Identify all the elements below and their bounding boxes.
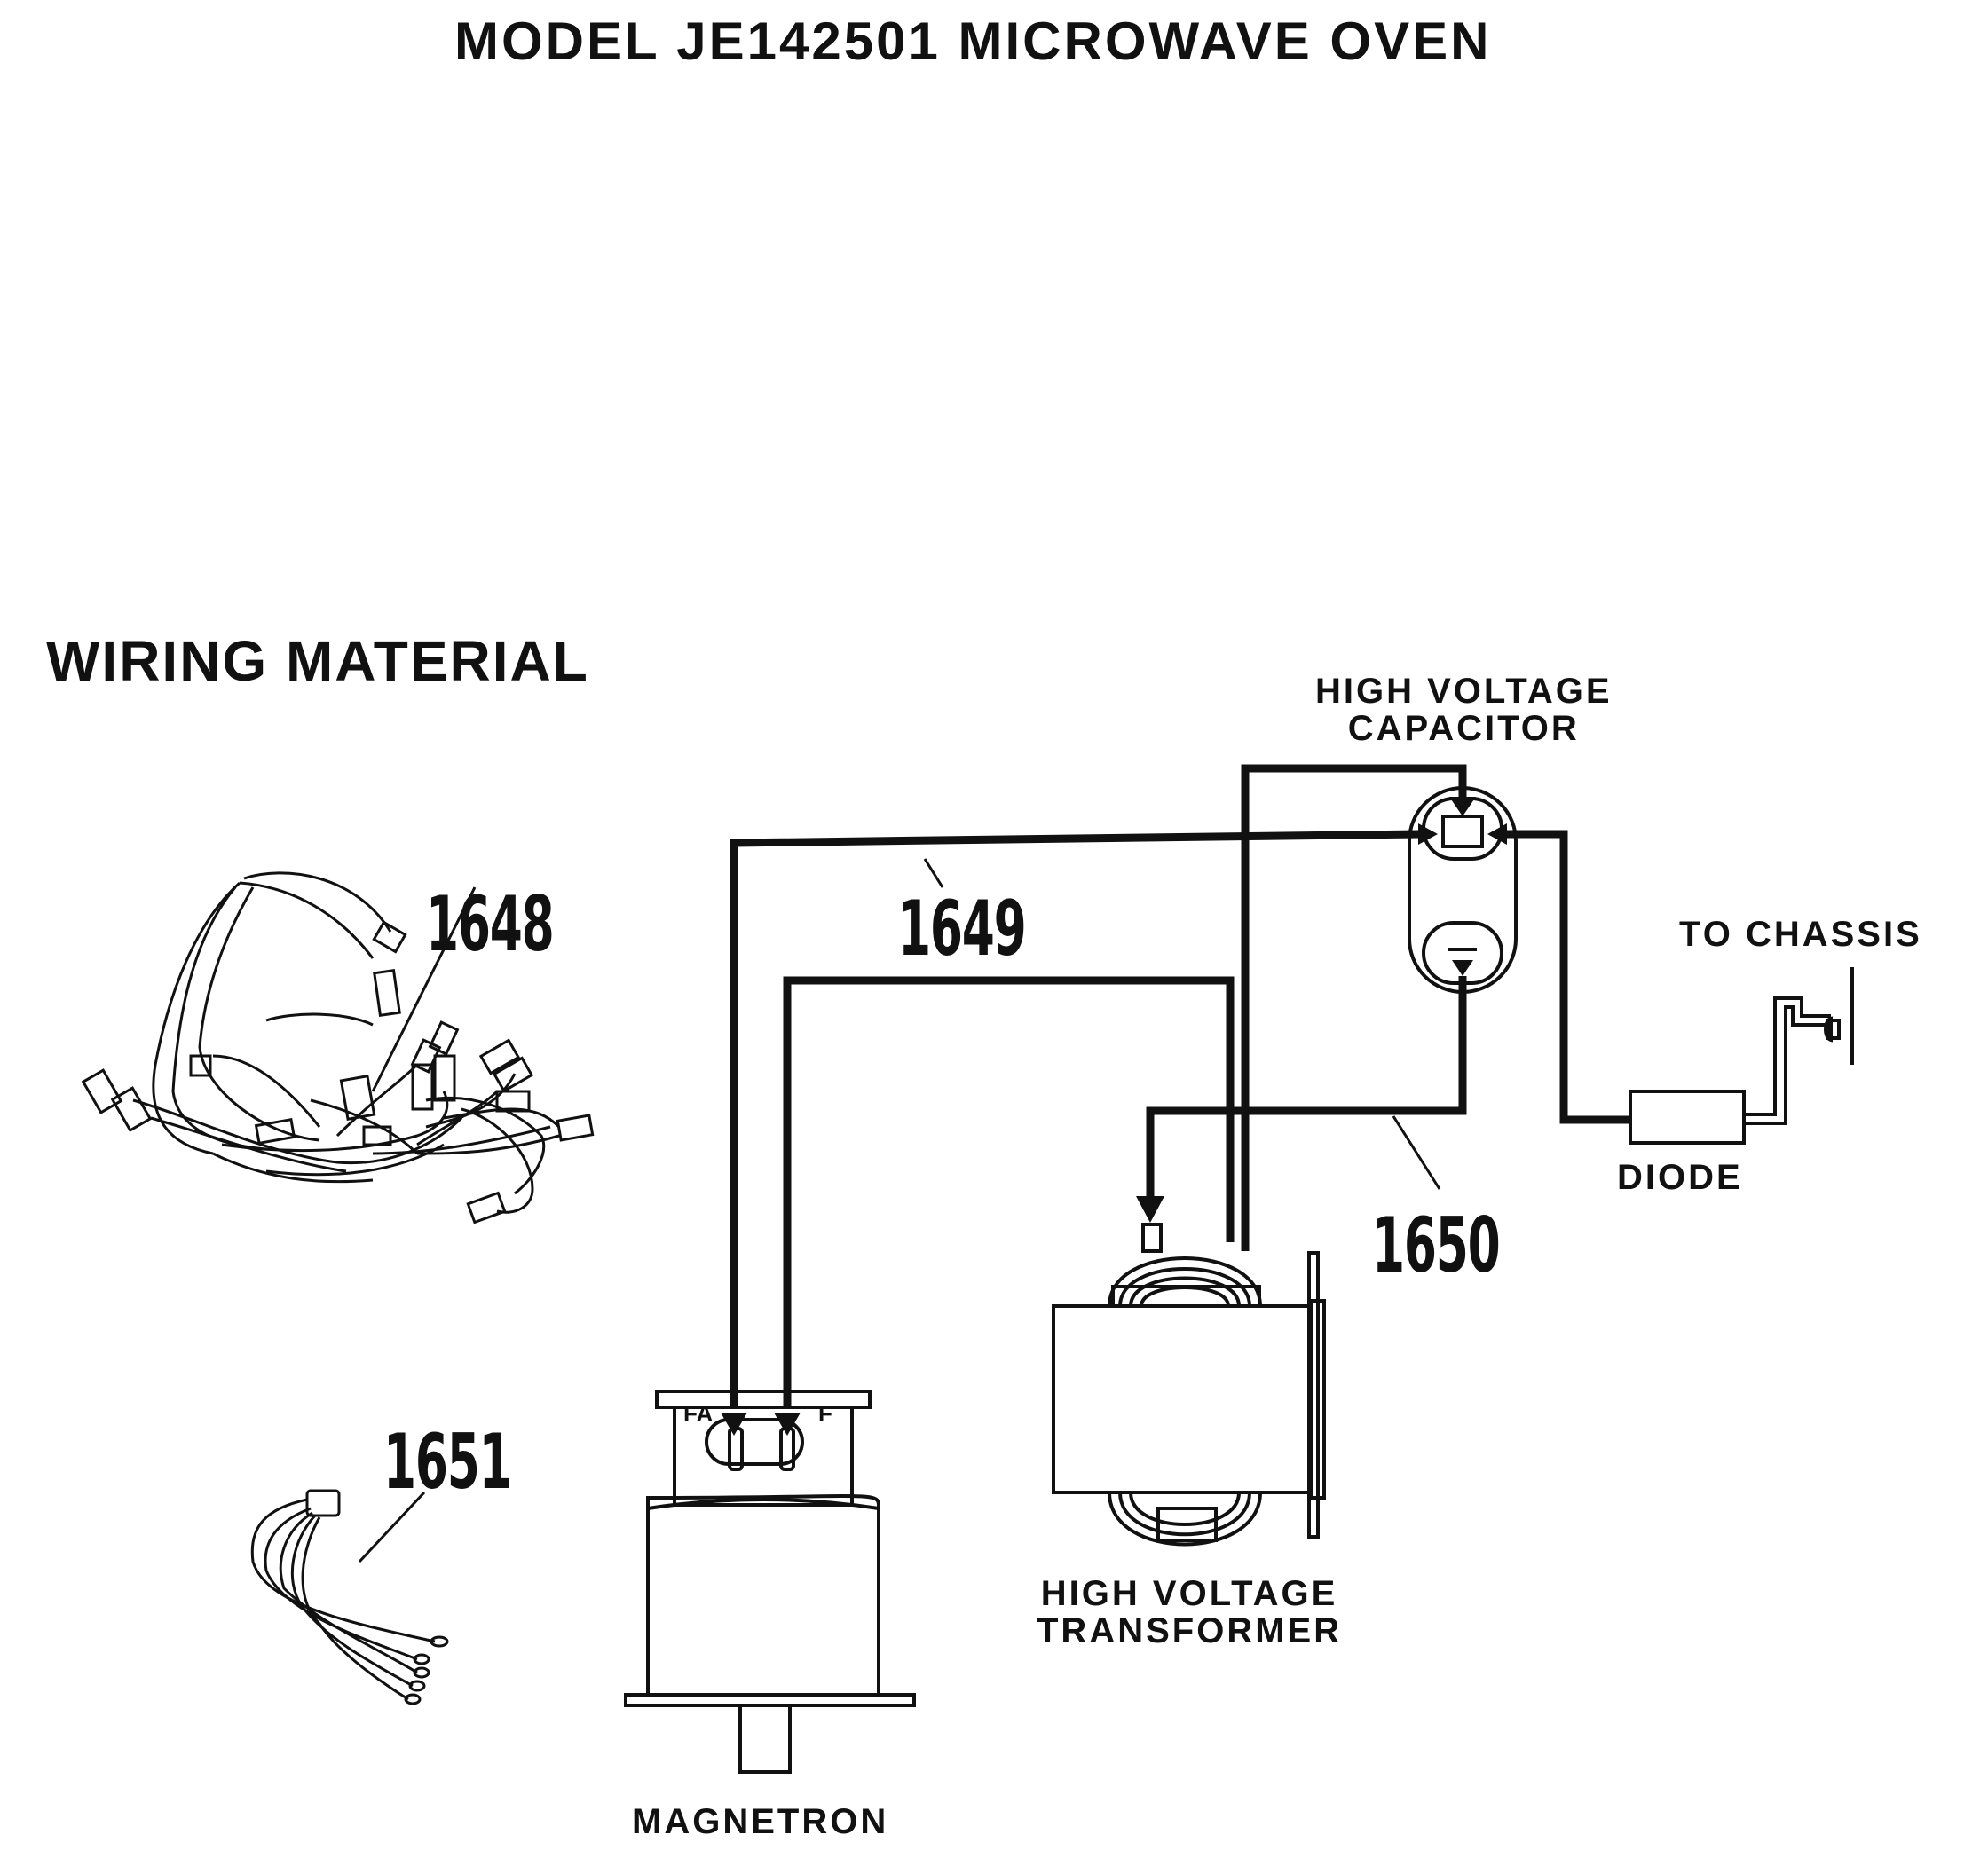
capacitor-label-line1: HIGH VOLTAGE: [1315, 672, 1613, 711]
wire-capacitor-loop: [1241, 764, 1467, 1251]
part-number-1648: 1648: [426, 880, 555, 969]
part-number-1649: 1649: [898, 885, 1027, 973]
transformer-label: HIGH VOLTAGE TRANSFORMER: [1037, 1575, 1342, 1650]
magnetron-label: MAGNETRON: [632, 1802, 889, 1841]
wire-harness-1648: [81, 871, 595, 1224]
part-number-1651: 1651: [383, 1418, 512, 1507]
wire-arrowheads: [721, 797, 1507, 1436]
magnetron: [624, 1390, 916, 1774]
wire-1649: [730, 830, 1419, 1406]
page-title: MODEL JE142501 MICROWAVE OVEN: [454, 12, 1492, 71]
magnetron-terminal-fa: FA: [683, 1400, 714, 1427]
wire-diode: [1507, 830, 1630, 1124]
capacitor-label: HIGH VOLTAGE CAPACITOR: [1315, 673, 1613, 747]
diode-label: DIODE: [1617, 1158, 1743, 1197]
wire-harness-1651: [250, 1489, 449, 1705]
chassis-ground: [1824, 967, 1854, 1065]
capacitor-label-line2: CAPACITOR: [1347, 709, 1580, 748]
leader-lines: [923, 858, 1441, 1190]
wire-chassis: [1744, 996, 1831, 1125]
wire-1650: [1146, 976, 1467, 1216]
high-voltage-transformer: [1052, 1223, 1326, 1547]
part-number-1650: 1650: [1372, 1201, 1501, 1290]
section-title: WIRING MATERIAL: [46, 629, 589, 693]
magnetron-terminal-f: F: [818, 1400, 832, 1427]
transformer-label-line2: TRANSFORMER: [1037, 1611, 1343, 1650]
chassis-label: TO CHASSIS: [1679, 915, 1922, 954]
transformer-label-line1: HIGH VOLTAGE: [1040, 1574, 1338, 1613]
diode: [1629, 1090, 1746, 1145]
